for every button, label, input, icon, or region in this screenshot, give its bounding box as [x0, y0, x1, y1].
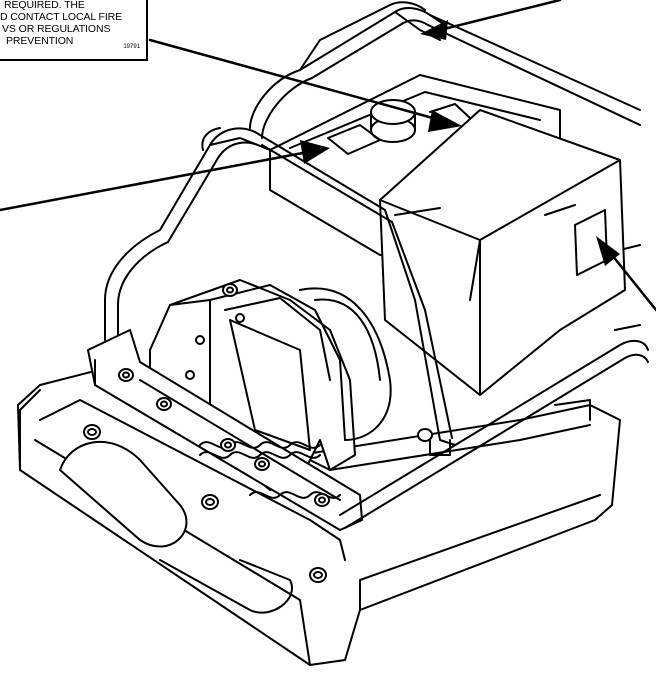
shock-mount-bracket	[87, 283, 363, 531]
front-roll-bar	[104, 127, 456, 446]
handle-frame	[249, 1, 641, 331]
bracket-bolt	[314, 493, 330, 507]
bracket-bolt	[118, 368, 134, 382]
arrow-to-handle-decal	[420, 0, 562, 40]
warning-line-4: PREVENTION	[6, 35, 74, 47]
air-cleaner	[379, 109, 626, 396]
bracket-bolt	[254, 457, 270, 471]
warning-line-1: REQUIRED. THE	[4, 0, 85, 11]
arrow-to-engine-label	[0, 140, 330, 212]
bracket-bolt	[220, 438, 236, 452]
arrow-to-side-decal	[596, 236, 656, 312]
callout-arrows	[0, 0, 656, 312]
plate-bolt	[309, 567, 327, 583]
warning-line-3: VS OR REGULATIONS	[2, 23, 111, 35]
engine-label	[327, 124, 381, 155]
fuel-cap	[370, 99, 416, 143]
bracket-bolt	[156, 397, 172, 411]
belt-guard	[149, 279, 392, 491]
plate-bolt	[201, 494, 219, 510]
label-part-number: 19791	[123, 44, 140, 50]
plate-bolt	[83, 424, 101, 440]
arrow-to-top-decal	[148, 38, 462, 132]
lower-frame-tube	[339, 339, 649, 529]
warning-label: REQUIRED. THE D CONTACT LOCAL FIRE VS OR…	[0, 0, 148, 61]
warning-line-2: D CONTACT LOCAL FIRE	[0, 11, 123, 23]
plate-bolt	[417, 428, 433, 442]
bracket-bolt	[222, 283, 238, 297]
